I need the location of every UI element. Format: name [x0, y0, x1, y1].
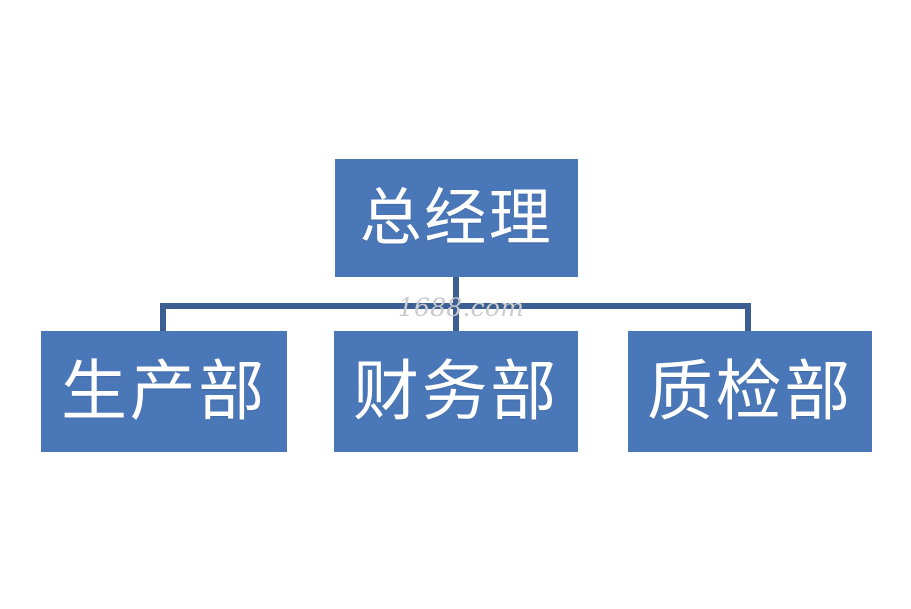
org-node-finance-label: 财务部: [353, 352, 559, 430]
connector-drop-left: [160, 303, 166, 332]
connector-drop-right: [745, 303, 751, 332]
org-node-production[interactable]: 生产部: [41, 331, 287, 452]
org-node-root[interactable]: 总经理: [335, 159, 578, 277]
org-node-root-label: 总经理: [359, 181, 554, 254]
org-node-quality-inspection[interactable]: 质检部: [628, 331, 872, 452]
connector-center-stem: [453, 277, 459, 332]
org-node-finance[interactable]: 财务部: [334, 331, 578, 452]
org-node-quality-inspection-label: 质检部: [647, 352, 853, 430]
org-node-production-label: 生产部: [61, 352, 267, 430]
